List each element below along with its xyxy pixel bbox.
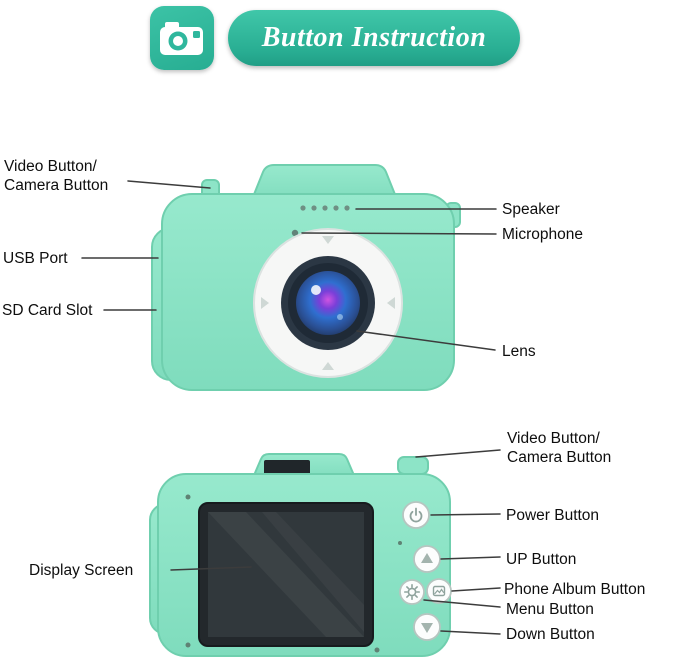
label-usb-port: USB Port xyxy=(3,250,68,267)
label-phone-album-button: Phone Album Button xyxy=(504,581,646,598)
callout-lines xyxy=(81,180,501,635)
banner-title-pill: Button Instruction xyxy=(228,10,520,66)
line-lens xyxy=(356,330,496,351)
line-back-video-button xyxy=(415,449,501,458)
label-text: Camera Button xyxy=(4,176,109,194)
line-front-video-button xyxy=(127,180,211,189)
label-down-button: Down Button xyxy=(506,626,595,643)
label-back-video-camera-button: Video Button/ Camera Button xyxy=(507,430,611,468)
line-phone-album-button xyxy=(451,587,501,592)
label-power-button: Power Button xyxy=(506,507,600,524)
front-lens xyxy=(253,228,403,378)
line-microphone xyxy=(301,232,497,235)
back-down-button xyxy=(413,613,441,641)
label-sd-card-slot: SD Card Slot xyxy=(2,302,93,319)
label-text: Video Button/ xyxy=(4,158,97,175)
line-power-button xyxy=(430,513,501,516)
label-front-video-camera-button: Video Button/ Camera Button xyxy=(4,158,108,196)
back-shutter-button xyxy=(397,456,429,475)
label-text: Camera Button xyxy=(507,448,612,466)
back-phone-album-button xyxy=(426,578,452,604)
back-viewfinder-window xyxy=(264,460,310,476)
line-up-button xyxy=(440,556,501,560)
front-speaker xyxy=(300,205,350,211)
back-menu-button xyxy=(399,579,425,605)
line-display-screen xyxy=(170,566,252,571)
label-text: Video Button/ xyxy=(507,430,600,447)
camera-icon-glyph xyxy=(160,22,203,55)
label-up-button: UP Button xyxy=(506,551,577,568)
front-top-hump xyxy=(249,164,400,203)
line-menu-button xyxy=(423,599,501,608)
banner-title: Button Instruction xyxy=(261,22,487,53)
front-microphone xyxy=(291,229,299,237)
label-speaker: Speaker xyxy=(502,201,560,218)
label-microphone: Microphone xyxy=(502,226,583,243)
camera-front xyxy=(151,164,461,391)
label-menu-button: Menu Button xyxy=(506,601,594,618)
back-power-button xyxy=(402,501,430,529)
label-lens: Lens xyxy=(502,343,536,360)
back-screws xyxy=(185,494,402,653)
camera-icon xyxy=(150,6,214,70)
camera-back xyxy=(149,453,452,657)
back-display-screen xyxy=(198,502,374,647)
line-down-button xyxy=(440,630,501,635)
label-display-screen: Display Screen xyxy=(29,562,134,579)
back-up-button xyxy=(413,545,441,573)
